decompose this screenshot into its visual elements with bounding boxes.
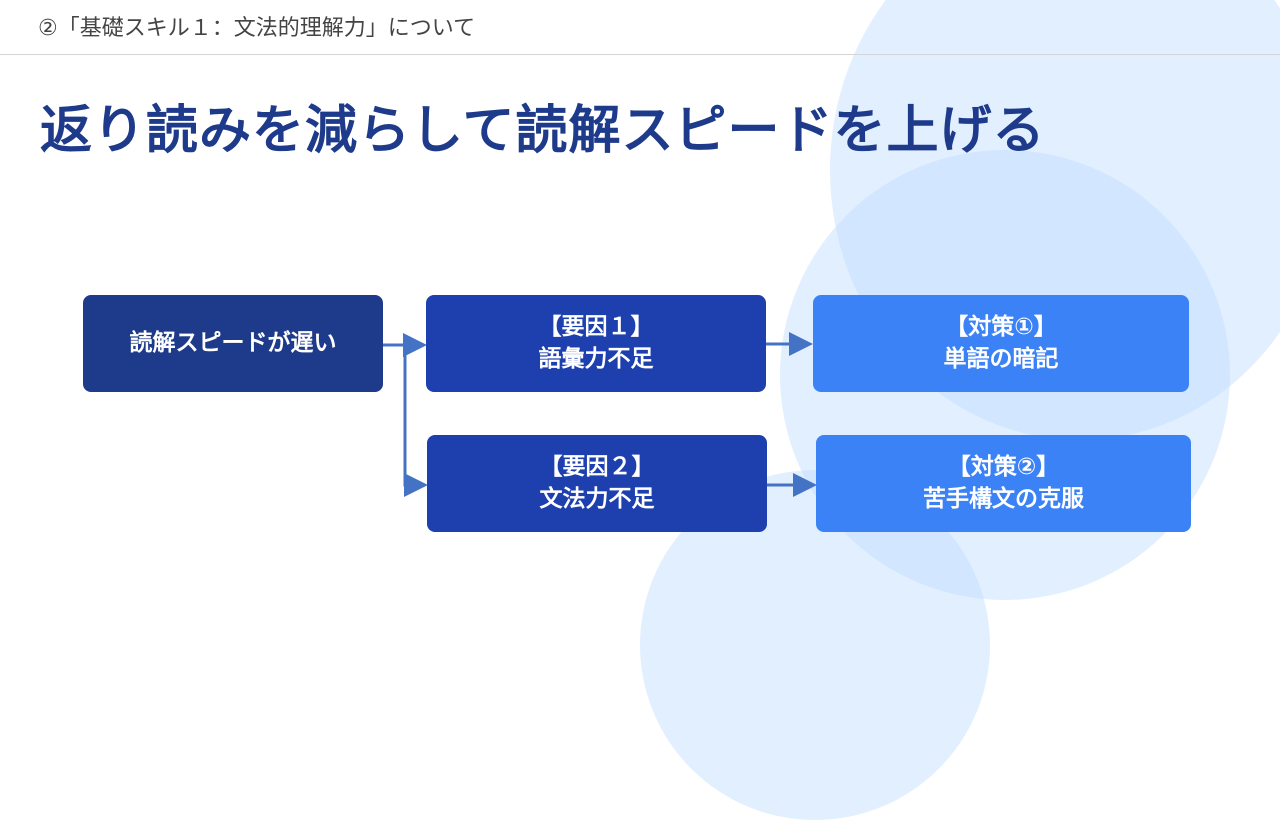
cause-text: 語彙力不足 — [538, 345, 654, 372]
cause-text: 文法力不足 — [539, 485, 655, 512]
measure-text: 苦手構文の克服 — [923, 485, 1084, 512]
measure-label: 【対策①】 — [945, 314, 1057, 341]
arrow-problem-cause2 — [403, 345, 428, 497]
cause-label: 【要因２】 — [539, 454, 655, 481]
cause-box-1: 【要因１】 語彙力不足 — [426, 295, 766, 392]
page-title: 返り読みを減らして読解スピードを上げる — [40, 101, 1046, 161]
problem-text: 読解スピードが遅い — [129, 329, 337, 356]
problem-box: 読解スピードが遅い — [83, 295, 383, 392]
divider — [0, 54, 1280, 55]
measure-box-2: 【対策②】 苦手構文の克服 — [816, 435, 1191, 532]
measure-box-1: 【対策①】 単語の暗記 — [813, 295, 1189, 392]
cause-label: 【要因１】 — [538, 314, 654, 341]
flow-arrows — [383, 332, 817, 497]
cause-box-2: 【要因２】 文法力不足 — [427, 435, 767, 532]
section-header: ②「基礎スキル１：文法的理解力」について — [38, 16, 476, 41]
measure-text: 単語の暗記 — [943, 345, 1059, 372]
measure-label: 【対策②】 — [947, 454, 1060, 481]
